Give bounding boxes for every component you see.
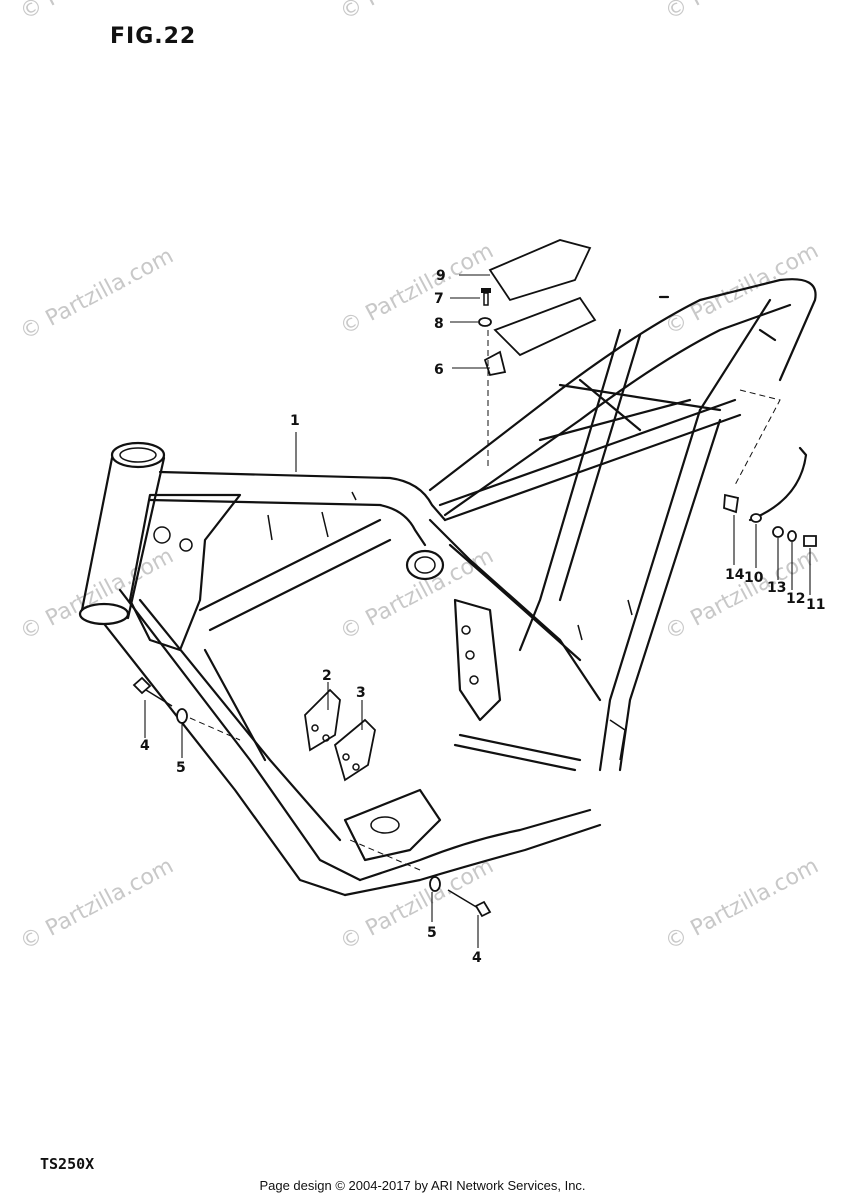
footer-copyright: Page design © 2004-2017 by ARI Network S…: [259, 1178, 586, 1193]
watermark-9: © Partzilla.com: [661, 854, 823, 956]
watermark-2: © Partzilla.com: [336, 239, 498, 341]
part-4-bolt-upper: [132, 676, 173, 707]
watermark-5: © Partzilla.com: [336, 544, 498, 646]
part-5-nut-lower: [429, 876, 441, 892]
part-10-stay: [748, 446, 808, 523]
callout-1: 1: [290, 413, 300, 429]
callout-5-lower: 5: [427, 925, 437, 941]
part-3-plate: [333, 718, 376, 782]
part-8-washer: [478, 317, 492, 327]
part-2-plate: [304, 688, 341, 752]
callout-10: 10: [744, 570, 764, 586]
watermark-4: © Partzilla.com: [16, 544, 178, 646]
callout-3: 3: [356, 685, 366, 701]
callout-11: 11: [806, 597, 825, 613]
callout-4-upper: 4: [140, 738, 150, 754]
part-14-clamp: [723, 493, 740, 514]
model-label: TS250X: [40, 1155, 95, 1173]
callout-labels: 1 2 3 4 5 6 7 8 9 10 11 12 13 14 5 4: [140, 268, 825, 966]
watermark-1: © Partzilla.com: [16, 244, 178, 346]
figure-title: FIG.22: [110, 24, 197, 49]
callout-6: 6: [434, 362, 444, 378]
motorcycle-frame: [78, 278, 817, 897]
callout-7: 7: [434, 291, 444, 307]
leader-lines: [144, 274, 811, 948]
callout-13: 13: [767, 580, 786, 596]
part-13-washer: [772, 526, 784, 538]
watermark-11: © Partzilla.com: [661, 0, 823, 25]
part-11-bolt: [803, 535, 817, 547]
callout-8: 8: [434, 316, 444, 332]
part-5-nut-upper: [176, 708, 188, 724]
callout-2: 2: [322, 668, 332, 684]
callout-12: 12: [786, 591, 805, 607]
watermark-10: © Partzilla.com: [336, 0, 498, 25]
part-4-bolt-lower: [447, 889, 492, 918]
callout-9: 9: [436, 268, 446, 284]
watermark-7: © Partzilla.com: [16, 854, 178, 956]
callout-5-upper: 5: [176, 760, 186, 776]
callout-4-lower: 4: [472, 950, 482, 966]
part-6-bracket: [483, 296, 597, 377]
callout-14: 14: [725, 567, 745, 583]
part-7-bolt: [481, 288, 491, 306]
watermark-12: © Partzilla.com: [16, 0, 178, 25]
part-9-cover: [488, 239, 592, 302]
part-12-washer: [787, 530, 797, 542]
